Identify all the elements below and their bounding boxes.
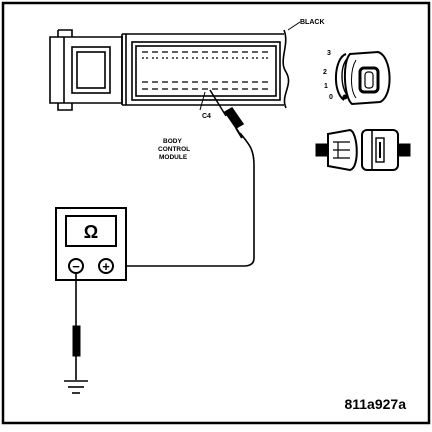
ignition-position-2: 2: [323, 69, 327, 76]
diagram-frame: [1, 1, 431, 425]
module-label-line1: BODY: [163, 138, 182, 145]
module-label: BODY CONTROL MODULE: [158, 138, 190, 161]
ignition-position-0: 0: [329, 94, 333, 101]
ohmmeter-display: [65, 215, 117, 247]
ignition-switch: 3 2 1 0: [323, 50, 391, 106]
connector-halves: [315, 128, 411, 172]
body-control-module-connector: [49, 29, 290, 111]
negative-terminal-symbol: −: [72, 259, 80, 274]
figure-id: 811a927a: [344, 396, 406, 412]
positive-terminal-symbol: +: [102, 259, 110, 274]
ohm-symbol: Ω: [84, 222, 98, 242]
connector-color-leader: [287, 21, 301, 31]
module-label-line3: MODULE: [159, 154, 188, 161]
positive-terminal: [98, 258, 114, 274]
ignition-position-3: 3: [327, 50, 331, 57]
ohmmeter: Ω − +: [55, 207, 127, 281]
connector-color-label: BLACK: [300, 19, 325, 26]
connector-lower-pins: [142, 81, 268, 90]
pin-label: C4: [202, 113, 211, 120]
positive-test-probe: [209, 89, 245, 139]
ignition-position-1: 1: [324, 83, 328, 90]
ground-symbol: [64, 380, 88, 394]
pin-leader: [199, 91, 206, 111]
negative-test-lead: [72, 273, 81, 380]
connector-upper-pins: [142, 51, 268, 59]
positive-lead-wire: [108, 132, 255, 267]
module-label-line2: CONTROL: [158, 146, 190, 153]
